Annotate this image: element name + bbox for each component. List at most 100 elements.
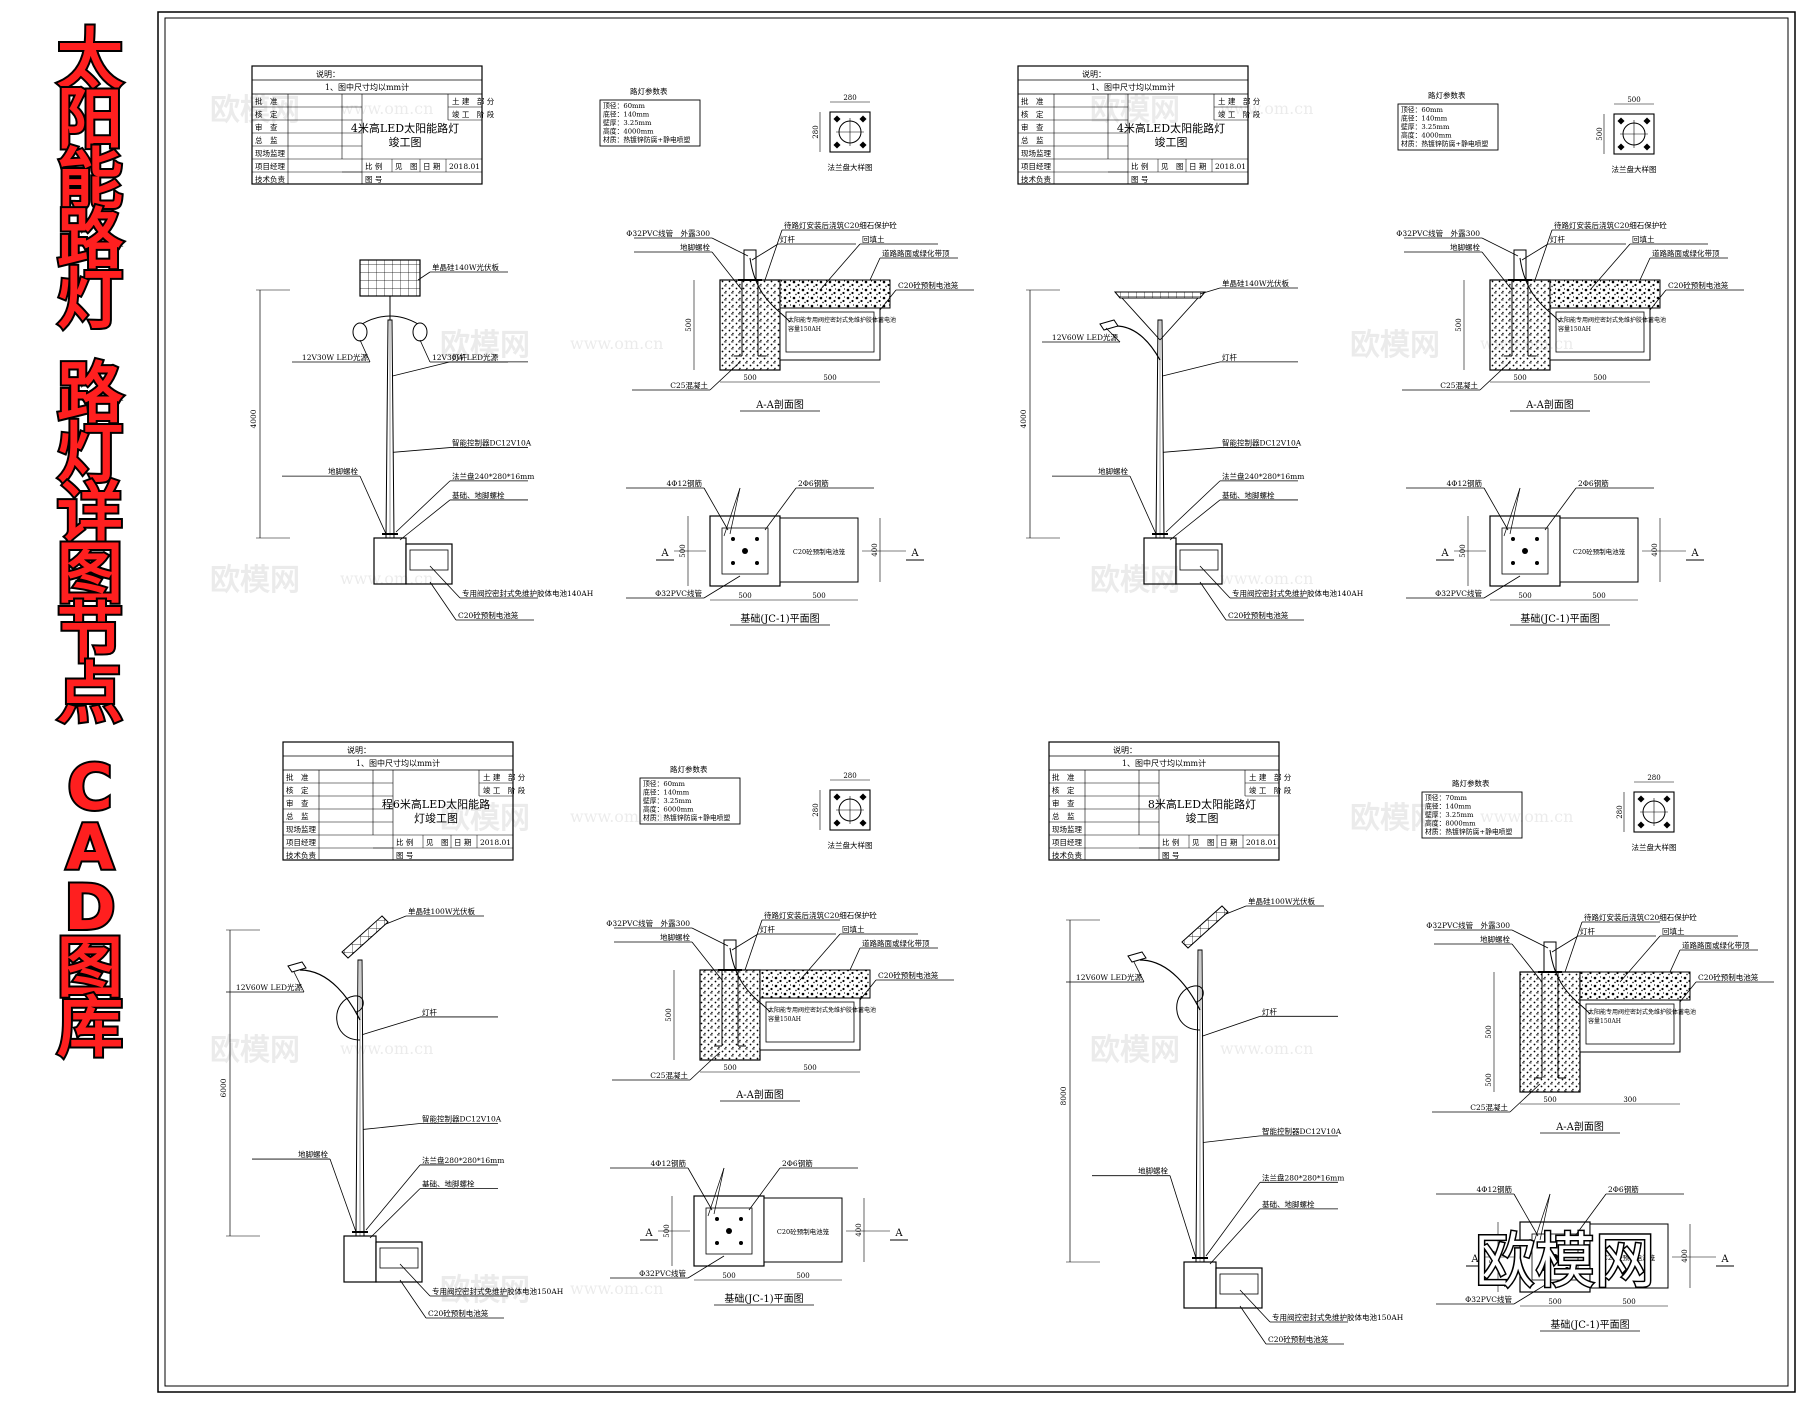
watermark-text: 欧模网 <box>1350 801 1440 836</box>
line <box>1539 1193 1551 1241</box>
foundation-block <box>1489 279 1551 371</box>
leader-line <box>687 1167 713 1211</box>
watermark-url: www.om.cn <box>1220 99 1313 118</box>
lamp-arm <box>361 315 419 325</box>
plan-pole-center <box>742 548 748 554</box>
watermark-text: 欧模网 <box>1090 563 1180 598</box>
foundation-block <box>1519 971 1581 1093</box>
section-label: 待路灯安装后浇筑C20细石保护砼 <box>1554 220 1667 230</box>
pole-label: 单晶硅140W光伏板 <box>1222 278 1290 288</box>
leader-line <box>399 1279 427 1319</box>
leader-line <box>429 565 461 599</box>
leader-line <box>1199 581 1227 621</box>
pole-label: 基础、地脚螺栓 <box>1262 1199 1315 1209</box>
params-row: 材质：热镀锌防腐+静电喷塑 <box>1401 139 1488 148</box>
pole-label: 灯杆 <box>1262 1006 1278 1016</box>
plan-caption: 基础(JC-1)平面图 <box>1520 612 1599 625</box>
pole-label: 12V60W LED光源 <box>1052 332 1119 342</box>
approval-row-label: 批 准 <box>1052 772 1075 782</box>
dim-value: 500 <box>1513 374 1526 382</box>
section-label: 道路路面或绿化带顶 <box>1652 248 1720 258</box>
pole-foundation <box>343 1235 377 1283</box>
leader-line <box>1169 1175 1197 1259</box>
road-surface <box>1549 279 1661 309</box>
notes-line: 1、图中尺寸均以mm计 <box>325 82 409 92</box>
params-row: 底径：140mm <box>1425 802 1472 811</box>
pole-label: 12V30W LED光源 <box>432 352 499 362</box>
section-caption: A-A剖面图 <box>1555 1120 1604 1133</box>
see-label: 见 图 <box>1161 162 1184 171</box>
section-label: 地脚螺栓 <box>1480 934 1510 944</box>
leader-line <box>731 933 759 951</box>
pole-height: 4000 <box>1019 409 1028 428</box>
leader-line <box>1481 237 1519 257</box>
params-row: 高度：4000mm <box>1401 131 1452 140</box>
dim-value: 500 <box>1485 1025 1493 1038</box>
dim-value: 500 <box>685 318 693 331</box>
watermark-url: www.om.cn <box>340 569 433 588</box>
dim-value: 500 <box>743 374 756 382</box>
arm-scroll <box>336 995 364 1041</box>
part-label: 土 建 部 分 <box>1218 96 1261 106</box>
approval-row-label: 审 查 <box>255 122 278 132</box>
params-row: 底径：140mm <box>643 788 690 797</box>
section-label: 回填土 <box>842 924 865 934</box>
flange-caption: 法兰盘大样图 <box>1632 842 1677 852</box>
pole-label: C20砼预制电池笼 <box>1228 610 1289 620</box>
notes-header: 说明： <box>1113 745 1137 755</box>
leader-line <box>1105 327 1121 343</box>
leader-line <box>703 487 729 531</box>
leader-line <box>1162 447 1221 453</box>
leader-line <box>711 251 743 291</box>
leader-line <box>399 499 451 541</box>
section-label: 灯杆 <box>780 234 795 244</box>
section-label: C25混凝土 <box>1470 1102 1508 1112</box>
params-row: 材质：热镀锌防腐+静电喷塑 <box>1425 827 1512 836</box>
plan-label: 4Φ12钢筋 <box>667 478 703 488</box>
bolt-hole <box>833 793 841 801</box>
approval-row-label: 技术负责 <box>255 174 285 184</box>
leader-line <box>859 979 877 1001</box>
road-surface <box>779 279 891 309</box>
leader-line <box>1679 981 1697 1003</box>
plan-battery-label: C20砼预制电池笼 <box>777 1227 830 1236</box>
line <box>713 1167 725 1215</box>
watermark-text: 欧模网 <box>440 801 530 836</box>
foundation-block <box>699 969 761 1061</box>
solar-panel <box>359 259 421 297</box>
leader-line <box>1589 243 1631 291</box>
params-row: 壁厚：3.25mm <box>1401 122 1450 131</box>
sidebar-title: 太 阳 能 路 灯 路 灯 详 图 节 点 C A D 图 库 <box>30 25 150 1375</box>
approval-row-label: 总 监 <box>1021 135 1044 145</box>
see-label: 见 图 <box>426 838 449 847</box>
line <box>707 1167 725 1217</box>
plan-battery-label: C20砼预制电池笼 <box>1603 1253 1656 1262</box>
watermark-text: 欧模网 <box>210 1033 300 1068</box>
leader-line <box>1639 257 1651 281</box>
leader-line <box>1239 1289 1271 1323</box>
rebar-cage <box>1501 527 1549 575</box>
section-label: 回填土 <box>862 234 885 244</box>
pole-label: 专用阀控密封式免维护胶体电池150AH <box>432 1286 564 1296</box>
approval-row-label: 总 监 <box>1052 811 1075 821</box>
plan-bolt <box>1535 561 1539 565</box>
leader-line <box>1483 575 1521 599</box>
date-label: 日 期 <box>1220 838 1237 847</box>
flange-caption: 法兰盘大样图 <box>1612 164 1657 174</box>
leader-line <box>1239 1305 1267 1345</box>
lamp-arm <box>1111 325 1161 361</box>
notes-line: 1、图中尺寸均以mm计 <box>356 758 440 768</box>
flange-dim: 280 <box>843 772 856 780</box>
plan-dim: 500 <box>812 592 825 600</box>
leader-line <box>744 919 763 971</box>
line <box>723 487 741 537</box>
project-title: 8米高LED太阳能路灯 <box>1148 797 1256 811</box>
flange-dim: 280 <box>843 94 856 102</box>
leader-line <box>1564 921 1583 973</box>
leader-line <box>1483 487 1509 531</box>
pole-battery <box>379 1247 419 1269</box>
leader-line <box>1619 935 1661 983</box>
part-label: 土 建 部 分 <box>483 772 526 782</box>
section-label: C20砼预制电池笼 <box>1668 280 1729 290</box>
pole-label: 智能控制器DC12V10A <box>422 1114 502 1124</box>
